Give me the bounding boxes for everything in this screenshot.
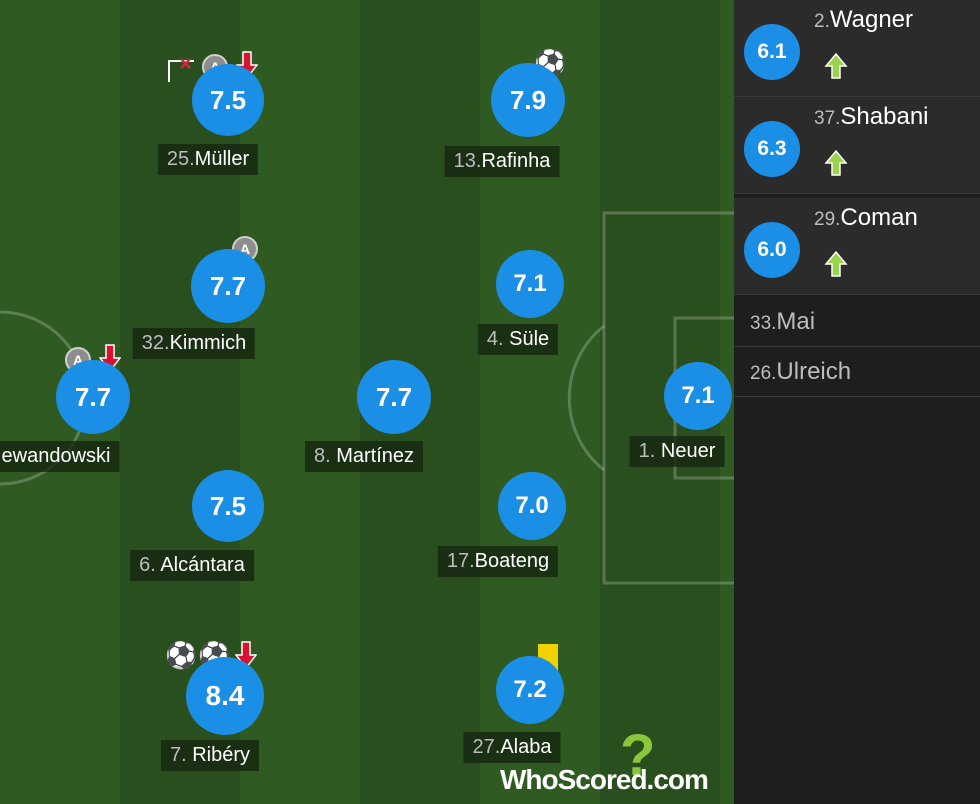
player-name-label: 37.Shabani bbox=[814, 103, 929, 131]
player-name-label: 13.Rafinha bbox=[444, 146, 560, 177]
sub-in-arrow-icon bbox=[824, 52, 848, 85]
player-name: Mai bbox=[776, 308, 816, 335]
player-name-label: 32.Kimmich bbox=[132, 328, 256, 359]
player-number: 1. bbox=[638, 440, 661, 462]
player-rating: 7.2 bbox=[496, 656, 564, 724]
player-name: Rafinha bbox=[481, 150, 551, 172]
player-rating: 7.9 bbox=[491, 63, 565, 137]
player-name: Martínez bbox=[336, 445, 415, 467]
player-number: 2. bbox=[814, 11, 830, 32]
player-name: Wagner bbox=[829, 6, 914, 33]
player-rating: 7.7 bbox=[191, 249, 265, 323]
player-rating: 7.5 bbox=[192, 64, 264, 136]
player-number: 29. bbox=[814, 209, 841, 230]
player-rating: 6.3 bbox=[744, 121, 800, 177]
player-name: Alcántara bbox=[160, 554, 245, 576]
bench-panel: 6.1 2.Wagner 6.3 37.Shabani 6.0 29.Coman… bbox=[734, 0, 980, 804]
player-number: 8. bbox=[313, 445, 337, 467]
player-rating: 7.1 bbox=[496, 250, 564, 318]
player-name-label: 33.Mai bbox=[750, 308, 815, 336]
missed-chance-icon bbox=[166, 58, 198, 89]
player-name: Neuer bbox=[660, 440, 716, 462]
substitute-row[interactable]: 6.0 29.Coman bbox=[734, 198, 980, 295]
pitch: A 7.5 25.Müller ⚽ 7.9 13.Rafinha A 7.7 3… bbox=[0, 0, 734, 804]
player-rating: 6.0 bbox=[744, 222, 800, 278]
player-rating: 7.1 bbox=[664, 362, 732, 430]
sub-in-arrow-icon bbox=[824, 149, 848, 182]
player-rating: 7.7 bbox=[357, 360, 431, 434]
player-rating: 6.1 bbox=[744, 24, 800, 80]
player-name-label: 7. Ribéry bbox=[160, 740, 260, 771]
substitute-row[interactable]: 6.1 2.Wagner bbox=[734, 0, 980, 97]
player-name-label: 6. Alcántara bbox=[130, 550, 254, 581]
player-name: Ribéry bbox=[192, 744, 251, 766]
player-rating: 7.0 bbox=[498, 472, 566, 540]
player-number: 27. bbox=[472, 736, 501, 758]
player-name: ewandowski bbox=[1, 445, 111, 467]
player-number: 32. bbox=[141, 332, 170, 354]
penalty-arc bbox=[567, 324, 605, 472]
player-number: 4. bbox=[486, 328, 510, 350]
player-name: Alaba bbox=[500, 736, 552, 758]
whoscored-logo: ? WhoScored.com bbox=[500, 723, 730, 800]
sub-in-arrow-icon bbox=[824, 250, 848, 283]
player-name-label: 29.Coman bbox=[814, 204, 918, 232]
player-rating: 7.5 bbox=[192, 470, 264, 542]
player-number: 25. bbox=[166, 148, 195, 170]
player-name-label: 8. Martínez bbox=[304, 441, 424, 472]
player-number: 33. bbox=[750, 313, 777, 334]
player-rating: 8.4 bbox=[186, 657, 264, 735]
player-number: 7. bbox=[169, 744, 193, 766]
logo-question-mark-icon: ? bbox=[620, 723, 656, 788]
player-name-label: ewandowski bbox=[0, 441, 120, 472]
player-name: Süle bbox=[509, 328, 550, 350]
player-name: Boateng bbox=[474, 550, 550, 572]
player-name-label: 17.Boateng bbox=[437, 546, 559, 577]
player-name-label: 25.Müller bbox=[157, 144, 259, 175]
player-name: Ulreich bbox=[776, 358, 852, 385]
player-number: 6. bbox=[139, 554, 161, 576]
player-number: 17. bbox=[446, 550, 475, 572]
brand-text: WhoScored.com bbox=[500, 764, 709, 795]
player-number: 37. bbox=[814, 108, 841, 129]
goal-ball-icon: ⚽ bbox=[165, 640, 198, 670]
unused-sub-row[interactable]: 33.Mai bbox=[734, 298, 980, 347]
player-name-label: 2.Wagner bbox=[814, 6, 913, 34]
unused-sub-row[interactable]: 26.Ulreich bbox=[734, 348, 980, 397]
player-name: Shabani bbox=[840, 103, 929, 130]
player-name-label: 1. Neuer bbox=[629, 436, 725, 467]
player-name: Coman bbox=[840, 204, 918, 231]
substitute-row[interactable]: 6.3 37.Shabani bbox=[734, 97, 980, 194]
penalty-box bbox=[602, 211, 734, 585]
player-name: Müller bbox=[194, 148, 250, 170]
player-name-label: 27.Alaba bbox=[463, 732, 561, 763]
player-name: Kimmich bbox=[169, 332, 247, 354]
player-name-label: 4. Süle bbox=[477, 324, 559, 355]
player-name-label: 26.Ulreich bbox=[750, 358, 851, 386]
player-number: 13. bbox=[453, 150, 482, 172]
player-rating: 7.7 bbox=[56, 360, 130, 434]
player-number: 26. bbox=[750, 363, 777, 384]
